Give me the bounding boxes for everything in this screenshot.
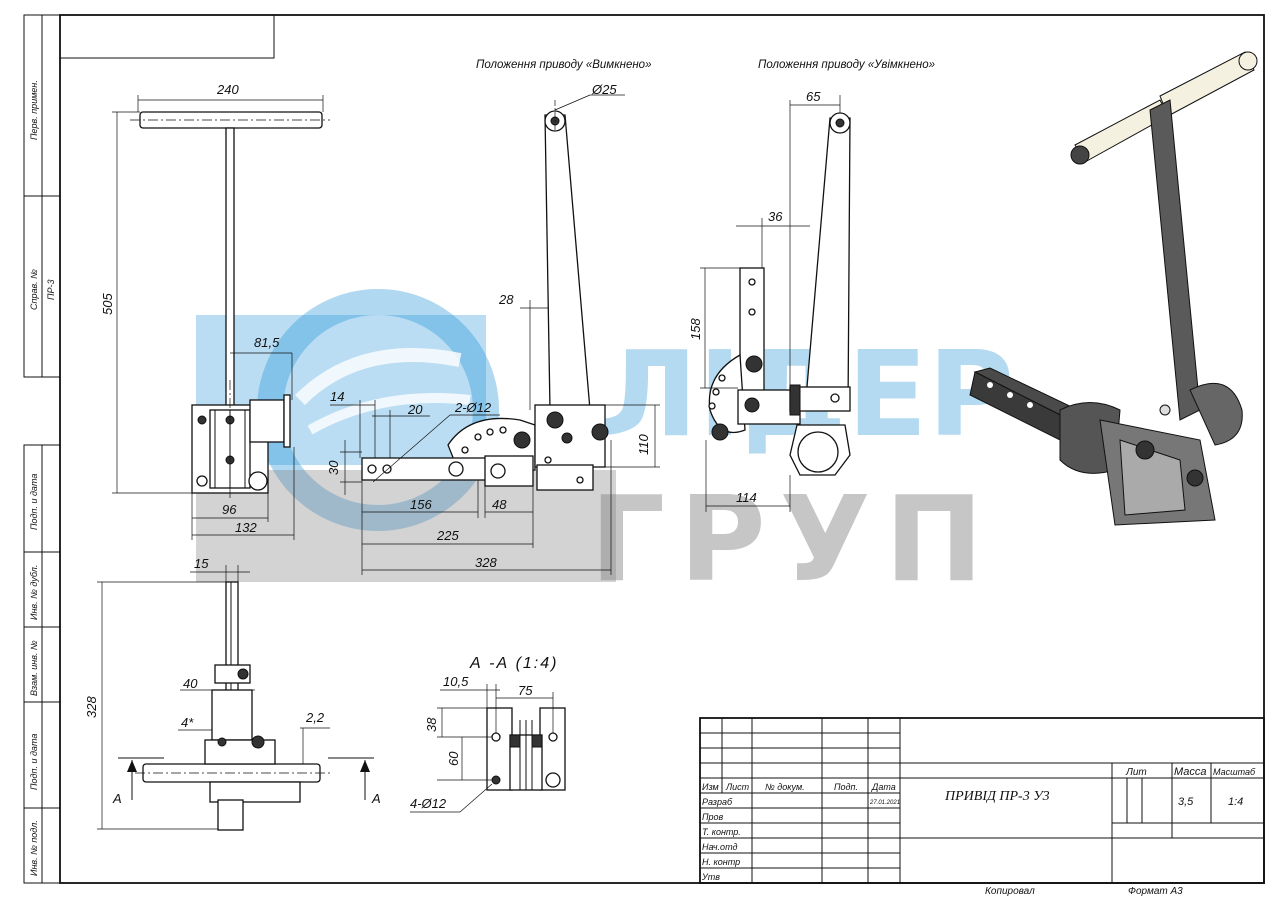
tb-row-prov: Пров — [702, 812, 724, 822]
dim-65: 65 — [806, 89, 821, 104]
stamp-podp-data-1: Подп. и дата — [29, 474, 39, 530]
dim-36: 36 — [768, 209, 783, 224]
dim-38: 38 — [424, 717, 439, 732]
caption-position-off: Положення приводу «Вимкнено» — [476, 59, 651, 71]
dim-505: 505 — [100, 293, 115, 315]
dim-2-diam-12: 2-Ø12 — [454, 400, 492, 415]
stamp-podp-data-2: Подп. и дата — [29, 734, 39, 790]
dim-225: 225 — [436, 528, 459, 543]
dim-40: 40 — [183, 676, 198, 691]
dim-4-diam-12: 4-Ø12 — [410, 796, 447, 811]
caption-section-a-a: А -А (1:4) — [469, 655, 558, 672]
dim-48: 48 — [492, 497, 507, 512]
title-block: Изм Лист № докум. Подп. Дата Разраб Пров… — [699, 717, 1265, 884]
stamp-vzam-inv: Взам. инв. № — [29, 640, 39, 696]
section-view-dimensions: 10,5 75 38 60 4-Ø12 — [410, 674, 554, 813]
section-marker-left: А — [112, 791, 122, 806]
dim-114: 114 — [736, 490, 757, 505]
dim-20: 20 — [407, 402, 423, 417]
stamp-inv-dubl: Инв. № дубл. — [29, 565, 39, 620]
tb-row-nach-otd: Нач.отд — [702, 842, 737, 852]
dim-328-top: 328 — [84, 696, 99, 718]
dim-96: 96 — [222, 502, 237, 517]
dim-diam-25: Ø25 — [591, 82, 617, 97]
dim-2-2: 2,2 — [305, 710, 325, 725]
tb-date-value: 27.01.2021 — [869, 800, 900, 806]
tb-copied: Копировал — [985, 886, 1035, 897]
stamp-perv-primen: Перв. примен. — [29, 80, 39, 140]
stamp-inv-podl: Инв. № подл. — [29, 820, 39, 876]
tb-lit-label: Лит — [1125, 767, 1147, 778]
tb-col-izm: Изм — [702, 782, 719, 792]
dim-156: 156 — [410, 497, 432, 512]
isometric-view — [969, 51, 1258, 526]
dim-158: 158 — [688, 318, 703, 340]
dim-240: 240 — [216, 82, 239, 97]
dim-75: 75 — [518, 683, 533, 698]
tb-mass-label: Масса — [1174, 766, 1207, 778]
top-view: А А — [112, 581, 381, 831]
side-view-on — [708, 112, 851, 476]
dim-81-5: 81,5 — [254, 335, 280, 350]
side-view-off-dimensions: Ø25 28 14 20 2-Ø12 30 110 156 48 225 328 — [326, 82, 660, 575]
dim-110: 110 — [636, 434, 651, 455]
side-view-off — [361, 100, 609, 491]
tb-col-data: Дата — [871, 782, 896, 792]
top-view-dimensions: 15 328 40 4* 2,2 — [84, 556, 330, 830]
section-view — [486, 707, 566, 791]
dim-4-star: 4* — [181, 715, 194, 730]
tb-scale-value: 1:4 — [1228, 796, 1243, 808]
front-view-dimensions: 240 505 81,5 96 132 — [100, 82, 324, 540]
dim-28: 28 — [498, 292, 514, 307]
dim-10-5: 10,5 — [443, 674, 469, 689]
tb-row-utv: Утв — [701, 872, 720, 882]
tb-scale-label: Масштаб — [1213, 767, 1256, 777]
tb-col-podp: Подп. — [834, 782, 858, 792]
tb-col-list: Лист — [725, 782, 750, 792]
tb-row-razrab: Разраб — [702, 797, 733, 807]
tb-row-t-kontr: Т. контр. — [702, 827, 741, 837]
dim-328-off: 328 — [475, 555, 497, 570]
stamp-sprav-value: ПР-3 — [46, 279, 56, 300]
dim-30: 30 — [326, 460, 341, 475]
section-marker-right: А — [371, 791, 381, 806]
dim-60: 60 — [446, 751, 461, 766]
tb-format: Формат А3 — [1128, 886, 1183, 897]
left-stamp-column: Перв. примен. Справ. № ПР-3 Подп. и дата… — [23, 14, 61, 884]
dim-15: 15 — [194, 556, 209, 571]
front-view — [130, 111, 330, 500]
caption-position-on: Положення приводу «Увімкнено» — [758, 59, 935, 71]
top-left-stamp — [59, 14, 275, 59]
dim-14: 14 — [330, 389, 344, 404]
stamp-sprav: Справ. № — [29, 269, 39, 310]
side-view-on-dimensions: 65 36 158 114 — [688, 89, 841, 512]
tb-title: ПРИВІД ПР-3 У3 — [944, 789, 1050, 804]
watermark-line2: ГРУП — [590, 470, 997, 608]
dim-132: 132 — [235, 520, 257, 535]
tb-row-n-kontr: Н. контр — [702, 857, 740, 867]
tb-mass-value: 3,5 — [1178, 796, 1194, 808]
tb-col-dokum: № докум. — [765, 782, 805, 792]
